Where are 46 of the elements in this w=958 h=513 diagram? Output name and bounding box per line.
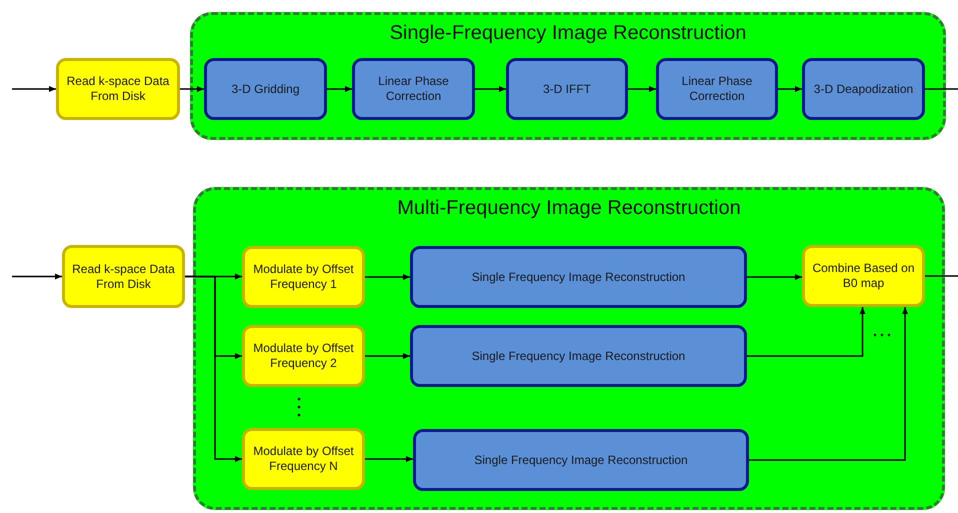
box-label: Single Frequency Image Reconstruction bbox=[472, 270, 686, 284]
arrow bbox=[180, 86, 204, 92]
process-box bbox=[802, 58, 925, 120]
box-label: 3-D Deapodization bbox=[814, 82, 914, 96]
process-box bbox=[656, 58, 778, 120]
box-label: Single Frequency Image Reconstruction bbox=[472, 348, 686, 364]
box-label: Modulate by Offset Frequency N bbox=[252, 444, 355, 474]
group-title: Single-Frequency Image Reconstruction bbox=[388, 21, 748, 45]
process-box bbox=[56, 58, 180, 120]
process-box bbox=[506, 58, 628, 120]
dashed-group-panel bbox=[190, 12, 946, 140]
arrow bbox=[12, 86, 56, 92]
process-box bbox=[242, 325, 365, 387]
arrow bbox=[365, 274, 410, 280]
box-label: Single Frequency Image Reconstruction bbox=[474, 452, 688, 468]
arrow bbox=[475, 86, 506, 92]
box-label: Read k-space Data From Disk bbox=[71, 262, 176, 292]
arrow bbox=[185, 276, 242, 462]
process-box bbox=[352, 58, 475, 120]
arrow bbox=[749, 307, 908, 461]
arrow bbox=[628, 86, 656, 92]
arrow bbox=[327, 86, 352, 92]
box-label: Read k-space Data From Disk bbox=[66, 74, 170, 104]
process-box bbox=[410, 246, 747, 308]
box-label: 3-D Gridding bbox=[231, 82, 300, 96]
dashed-group-panel bbox=[193, 187, 945, 510]
box-label: Linear Phase Correction bbox=[377, 74, 450, 104]
arrow bbox=[747, 274, 802, 280]
box-label: 3-D IFFT bbox=[543, 82, 591, 96]
box-label: Modulate by Offset Frequency 2 bbox=[252, 341, 355, 371]
box-label: Linear Phase Correction bbox=[680, 74, 754, 104]
arrow bbox=[365, 456, 413, 462]
group-title: Multi-Frequency Image Reconstruction bbox=[396, 196, 742, 220]
arrow bbox=[778, 86, 802, 92]
process-box bbox=[413, 429, 749, 491]
arrow bbox=[365, 353, 410, 359]
process-box bbox=[242, 428, 365, 490]
process-box bbox=[802, 245, 925, 307]
box-label: Modulate by Offset Frequency 1 bbox=[252, 262, 355, 292]
arrow bbox=[12, 274, 62, 280]
process-box bbox=[242, 246, 365, 308]
process-box bbox=[410, 325, 747, 387]
process-box bbox=[204, 58, 327, 120]
box-label: Combine Based on B0 map bbox=[811, 261, 916, 291]
arrow bbox=[747, 307, 866, 357]
process-box bbox=[62, 245, 185, 308]
